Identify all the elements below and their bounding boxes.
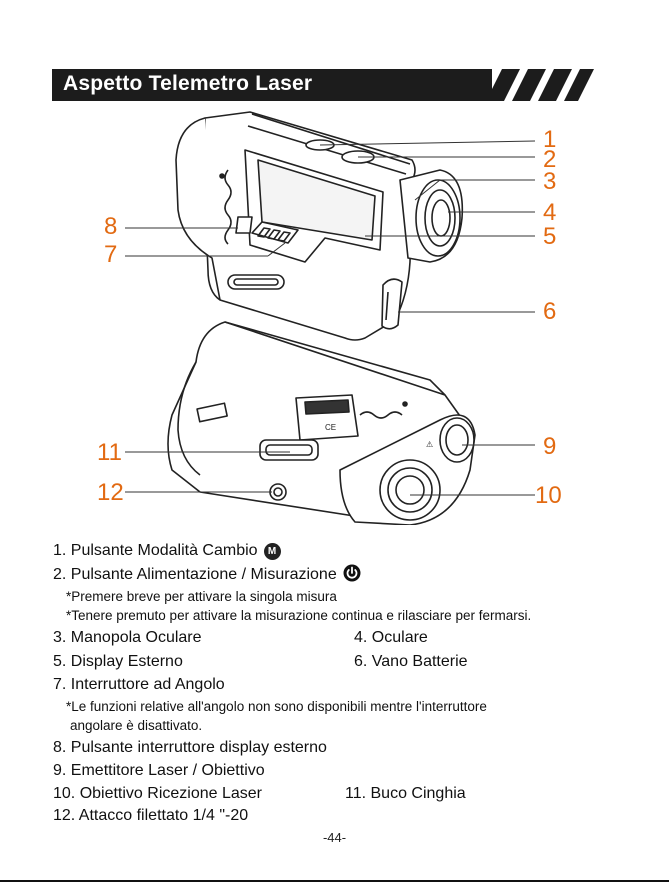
callout-7: 7	[104, 241, 118, 268]
callout-2: 2	[543, 146, 557, 173]
spec-note-7b: angolare è disattivato.	[70, 718, 203, 733]
svg-text:⚠: ⚠	[426, 440, 433, 449]
spec-item-7: 7. Interruttore ad Angolo	[53, 676, 225, 693]
callout-line-7b	[267, 242, 286, 257]
rangefinder-front-view: CE ⚠	[167, 321, 476, 525]
page-title: Aspetto Telemetro Laser	[63, 72, 313, 95]
callout-1: 1	[543, 126, 557, 153]
callout-8: 8	[104, 213, 118, 240]
spec-item-8: 8. Pulsante interruttore display esterno	[53, 739, 327, 756]
callout-9: 9	[543, 433, 557, 460]
spec-item-6: 6. Vano Batterie	[354, 653, 468, 670]
callout-6: 6	[543, 298, 557, 325]
callout-3: 3	[543, 168, 557, 195]
spec-item-2: 2. Pulsante Alimentazione / Misurazione	[53, 564, 361, 585]
mode-m-icon: M	[263, 543, 281, 560]
title-stripes-decoration	[486, 69, 594, 101]
spec-note-2a: *Premere breve per attivare la singola m…	[66, 589, 337, 604]
svg-text:CE: CE	[325, 423, 336, 432]
spec-note-7a: *Le funzioni relative all'angolo non son…	[66, 699, 487, 714]
spec-item-4: 4. Oculare	[354, 629, 428, 646]
rangefinder-illustration: CE ⚠	[125, 111, 536, 525]
power-icon	[343, 564, 361, 582]
spec-item-9: 9. Emettitore Laser / Obiettivo	[53, 762, 265, 779]
spec-item-10: 10. Obiettivo Ricezione Laser	[53, 785, 262, 802]
spec-note-2b: *Tenere premuto per attivare la misurazi…	[66, 608, 532, 623]
spec-item-12: 12. Attacco filettato 1/4 "-20	[53, 807, 249, 824]
callout-4: 4	[543, 199, 557, 226]
spec-item-3: 3. Manopola Oculare	[53, 629, 202, 646]
callout-11: 11	[97, 439, 122, 466]
callout-5: 5	[543, 223, 557, 250]
callout-10: 10	[535, 482, 562, 509]
callout-line-3a	[414, 179, 441, 201]
rangefinder-top-view	[175, 111, 464, 341]
callout-line-1	[319, 140, 536, 146]
spec-item-5: 5. Display Esterno	[53, 653, 183, 670]
title-bar	[52, 69, 492, 101]
page-number: -44-	[322, 830, 347, 845]
bottom-rule	[0, 880, 669, 882]
spec-item-11: 11. Buco Cinghia	[345, 785, 466, 802]
callout-12: 12	[97, 479, 124, 506]
